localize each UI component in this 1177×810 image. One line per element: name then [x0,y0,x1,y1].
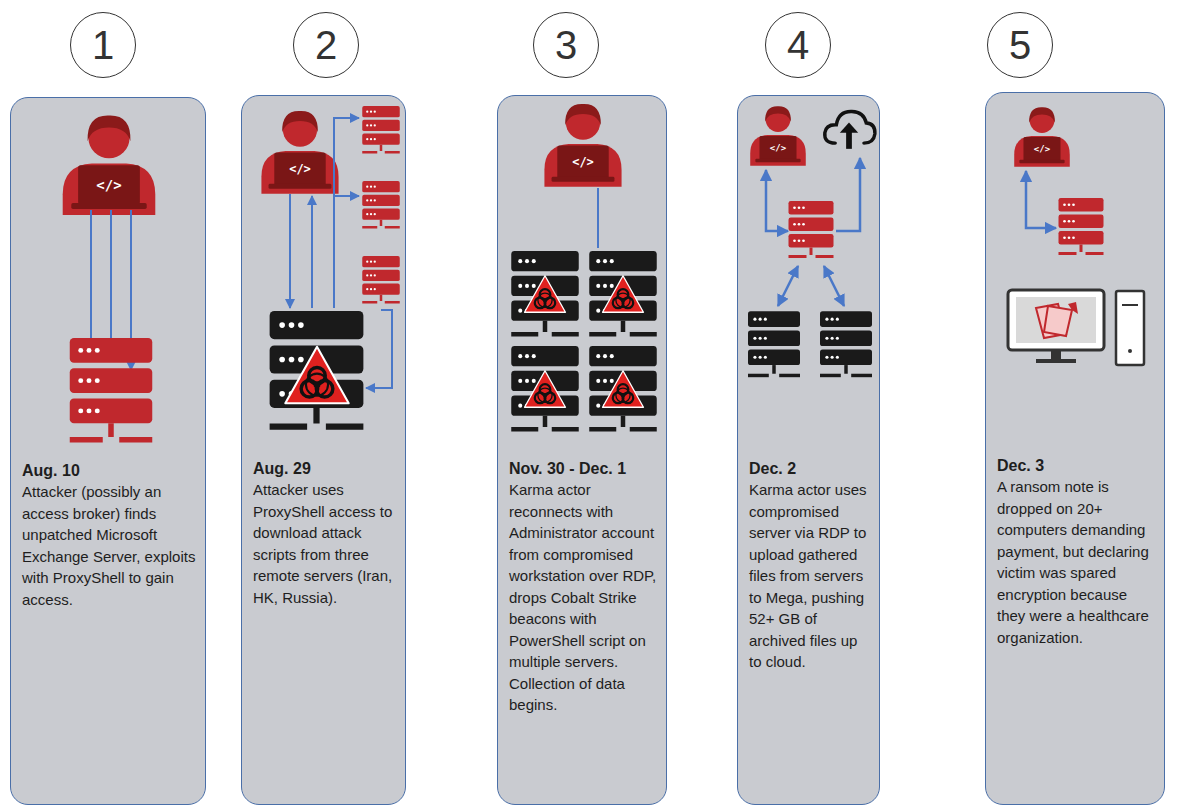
code-icon-label: </> [96,178,121,192]
panel-date: Aug. 29 [253,458,396,479]
code-icon-label: </> [770,144,786,153]
panel-description: Karma actor uses compromised server via … [749,479,870,673]
step-number: 1 [92,25,114,65]
panel-description: A ransom note is dropped on 20+ computer… [997,476,1155,648]
code-icon-label: </> [1034,145,1050,154]
ransom-note-illustration [986,93,1166,443]
step-number-circle: 2 [293,12,359,78]
timeline-panel: Nov. 30 - Dec. 1Karma actor reconnects w… [497,95,667,805]
step-number: 3 [555,25,577,65]
step-number: 2 [315,25,337,65]
code-icon-label: </> [289,163,311,175]
script-download-illustration [242,96,407,446]
step-number-circle: 5 [987,12,1053,78]
code-icon-label: </> [572,156,594,168]
panel-date: Dec. 3 [997,455,1155,476]
timeline-panel: Aug. 10Attacker (possibly an access brok… [10,97,206,805]
timeline-panel: Dec. 2Karma actor uses compromised serve… [737,95,880,805]
panel-description: Karma actor reconnects with Administrato… [509,479,657,716]
panel-date: Nov. 30 - Dec. 1 [509,458,657,479]
panel-date: Aug. 10 [22,460,196,481]
exfiltration-illustration [738,96,881,446]
step-number-circle: 4 [765,12,831,78]
cobalt-strike-illustration [498,96,668,446]
panel-date: Dec. 2 [749,458,870,479]
panel-description: Attacker uses ProxyShell access to downl… [253,479,396,608]
step-number-circle: 1 [70,12,136,78]
timeline-panel: Aug. 29Attacker uses ProxyShell access t… [241,95,406,805]
step-number-circle: 3 [533,12,599,78]
step-number: 5 [1009,25,1031,65]
panel-description: Attacker (possibly an access broker) fin… [22,481,196,610]
timeline-panel: Dec. 3A ransom note is dropped on 20+ co… [985,92,1165,805]
step-number: 4 [787,25,809,65]
exchange-exploit-illustration [11,98,207,448]
